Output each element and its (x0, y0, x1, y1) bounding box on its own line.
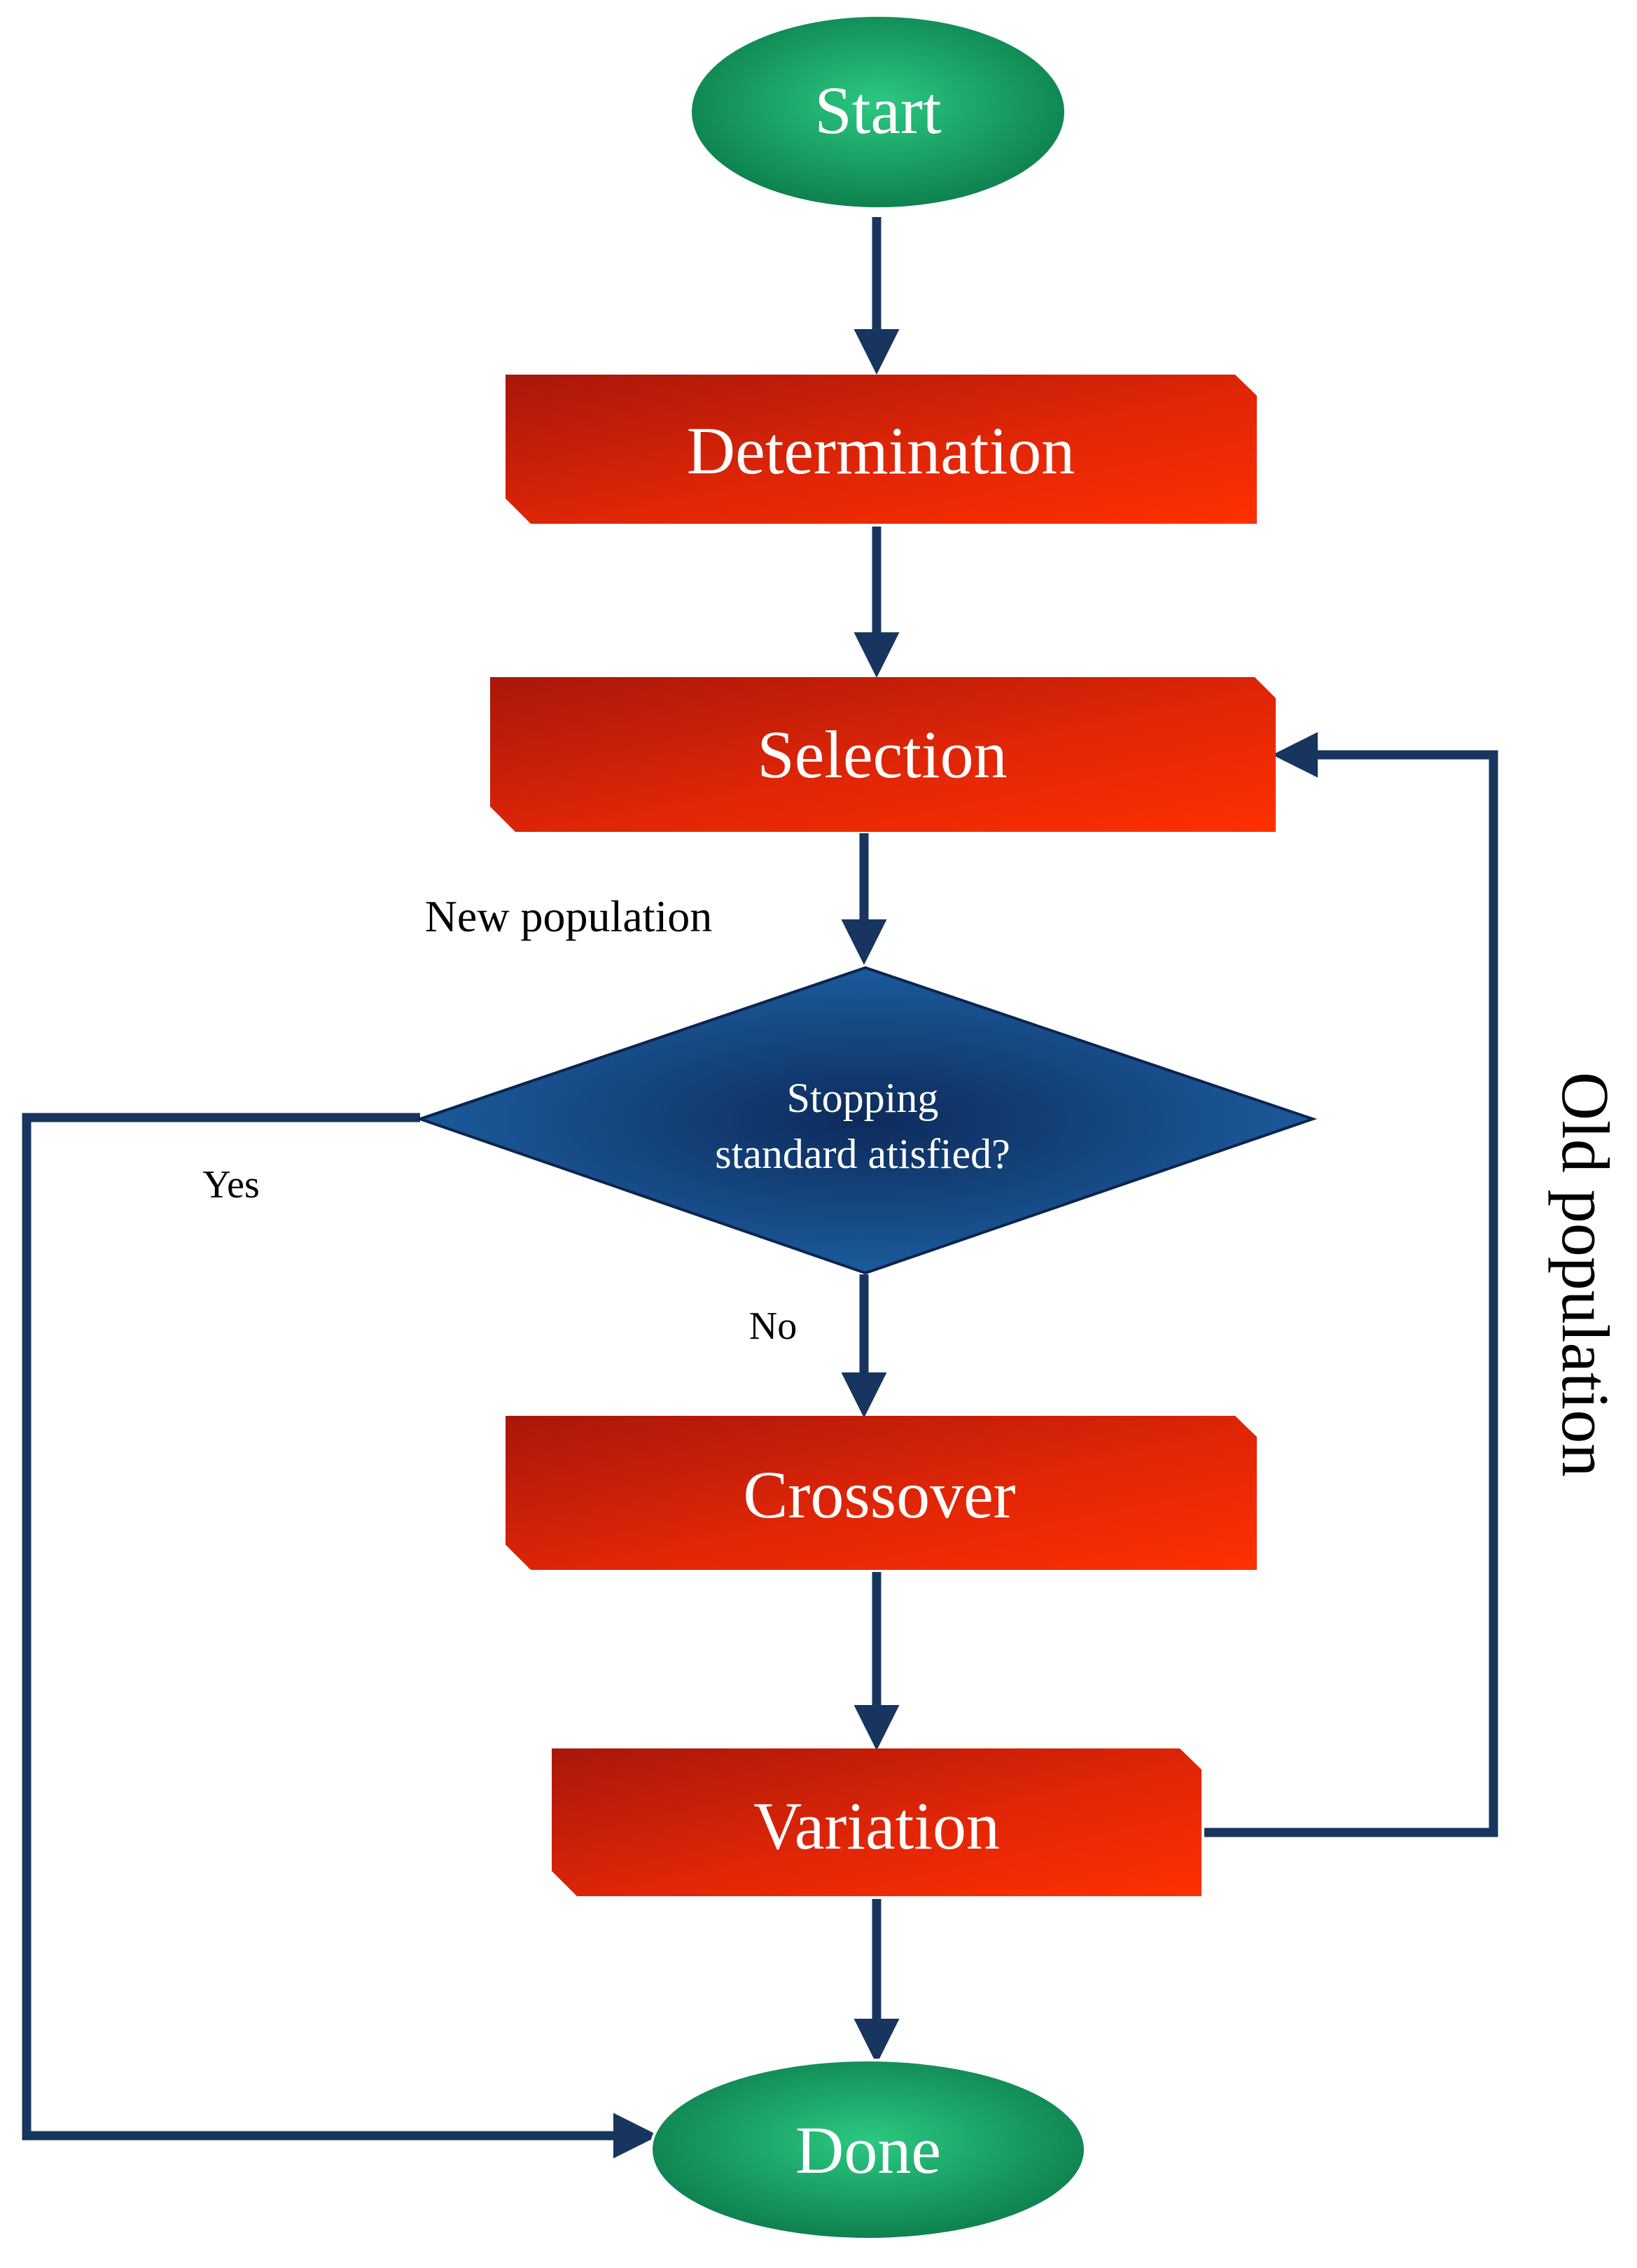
start-label: Start (814, 73, 942, 148)
variation-label: Variation (753, 1788, 1000, 1863)
decision-label-line2: standard atisfied? (715, 1131, 1010, 1177)
start-node: Start (689, 14, 1067, 210)
determination-node: Determination (506, 375, 1257, 524)
decision-shape (415, 966, 1318, 1275)
variation-shape (552, 1748, 1201, 1896)
selection-node: Selection (490, 677, 1276, 832)
crossover-shape (506, 1416, 1257, 1570)
decision-label-line1: Stopping (787, 1075, 939, 1121)
done-node: Done (650, 2059, 1087, 2241)
done-shape (650, 2059, 1087, 2241)
variation-node: Variation (552, 1748, 1201, 1896)
yes-label: Yes (202, 1163, 259, 1206)
determination-label: Determination (687, 413, 1075, 488)
edge-variation-selection-old (1204, 732, 1498, 1837)
crossover-node: Crossover (506, 1416, 1257, 1570)
no-label: No (749, 1305, 797, 1348)
selection-label: Selection (757, 717, 1007, 792)
new-population-label: New population (425, 891, 713, 941)
done-label: Done (795, 2113, 941, 2187)
connectors (22, 217, 1498, 2159)
determination-shape (506, 375, 1257, 524)
decision-node: Stopping standard atisfied? (415, 966, 1318, 1275)
selection-shape (490, 677, 1276, 832)
start-shape (689, 14, 1067, 210)
edge-decision-done-yes (22, 1113, 659, 2159)
crossover-label: Crossover (743, 1457, 1015, 1532)
old-population-label: Old population (1548, 1072, 1623, 1477)
